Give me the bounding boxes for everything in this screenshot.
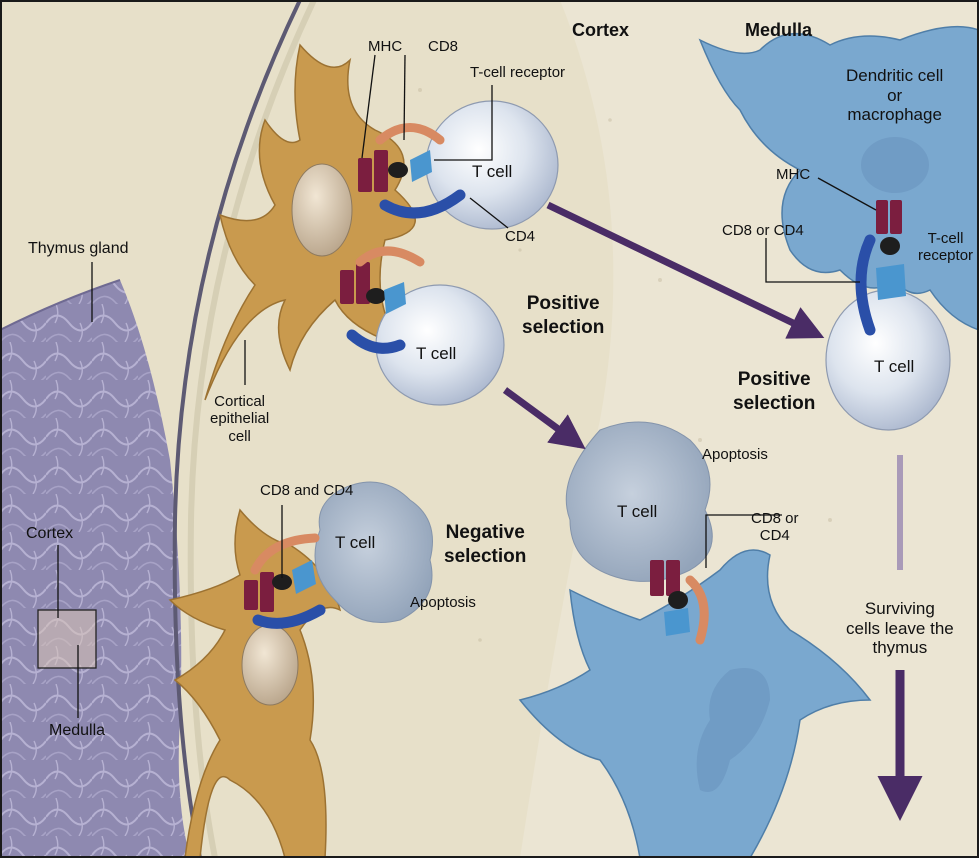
label-positive-selection-medulla: Positive selection bbox=[733, 368, 815, 416]
label-t-cell-negative: T cell bbox=[335, 533, 375, 553]
label-t-cell-receptor: T-cell receptor bbox=[470, 64, 565, 81]
label-positive-selection-cortex: Positive selection bbox=[522, 292, 604, 340]
epithelial-nucleus-lower bbox=[242, 625, 298, 705]
label-mhc-top: MHC bbox=[368, 38, 402, 55]
label-negative-selection: Negative selection bbox=[444, 521, 526, 569]
label-cd8-top: CD8 bbox=[428, 38, 458, 55]
label-cd8-or-cd4-middle-line2: CD4 bbox=[751, 527, 799, 544]
label-negative-selection-line2: selection bbox=[444, 545, 526, 569]
label-cortical-epithelial-line1: Cortical bbox=[210, 393, 269, 410]
label-t-cell-middle: T cell bbox=[416, 344, 456, 364]
label-surviving-cells: Surviving cells leave the thymus bbox=[842, 597, 958, 660]
label-cortical-epithelial-line3: cell bbox=[210, 428, 269, 445]
label-surviving-cells-line3: thymus bbox=[846, 638, 954, 658]
dendritic-nucleus-upper bbox=[861, 137, 929, 193]
region-label-cortex: Cortex bbox=[572, 20, 629, 41]
label-t-cell-receptor-medulla: T-cell receptor bbox=[918, 230, 973, 265]
label-positive-selection-cortex-line1: Positive bbox=[522, 292, 604, 316]
label-gland-medulla: Medulla bbox=[49, 722, 105, 740]
region-label-medulla: Medulla bbox=[745, 20, 812, 41]
label-surviving-cells-line1: Surviving bbox=[846, 599, 954, 619]
label-t-cell-receptor-medulla-line1: T-cell bbox=[918, 230, 973, 247]
label-dendritic-cell-line1: Dendritic cell bbox=[846, 66, 943, 86]
label-negative-selection-line1: Negative bbox=[444, 521, 526, 545]
label-cd8-or-cd4-middle-line1: CD8 or bbox=[751, 510, 799, 527]
label-cd8-or-cd4-medulla: CD8 or CD4 bbox=[722, 222, 804, 239]
label-gland-cortex: Cortex bbox=[26, 525, 73, 543]
label-t-cell-apoptotic: T cell bbox=[617, 502, 657, 522]
label-t-cell-medulla: T cell bbox=[874, 357, 914, 377]
label-dendritic-cell-line3: macrophage bbox=[846, 105, 943, 125]
label-dendritic-cell-line2: or bbox=[846, 86, 943, 106]
label-cd8-and-cd4: CD8 and CD4 bbox=[260, 482, 353, 499]
label-t-cell-receptor-medulla-line2: receptor bbox=[918, 247, 973, 264]
label-apoptosis-middle: Apoptosis bbox=[702, 446, 768, 463]
label-cortical-epithelial-line2: epithelial bbox=[210, 410, 269, 427]
label-positive-selection-cortex-line2: selection bbox=[522, 316, 604, 340]
label-cd8-or-cd4-middle: CD8 or CD4 bbox=[751, 510, 799, 545]
gland-inset-box bbox=[38, 610, 96, 668]
label-surviving-cells-line2: cells leave the bbox=[846, 619, 954, 639]
label-apoptosis-left: Apoptosis bbox=[410, 594, 476, 611]
label-cd4: CD4 bbox=[505, 228, 535, 245]
label-t-cell-top: T cell bbox=[472, 162, 512, 182]
label-thymus-gland: Thymus gland bbox=[28, 240, 129, 258]
label-mhc-medulla: MHC bbox=[776, 166, 810, 183]
label-positive-selection-medulla-line1: Positive bbox=[733, 368, 815, 392]
label-dendritic-cell: Dendritic cell or macrophage bbox=[846, 66, 943, 125]
label-cortical-epithelial-cell: Cortical epithelial cell bbox=[210, 393, 269, 445]
label-positive-selection-medulla-line2: selection bbox=[733, 392, 815, 416]
epithelial-nucleus-upper bbox=[292, 164, 352, 256]
